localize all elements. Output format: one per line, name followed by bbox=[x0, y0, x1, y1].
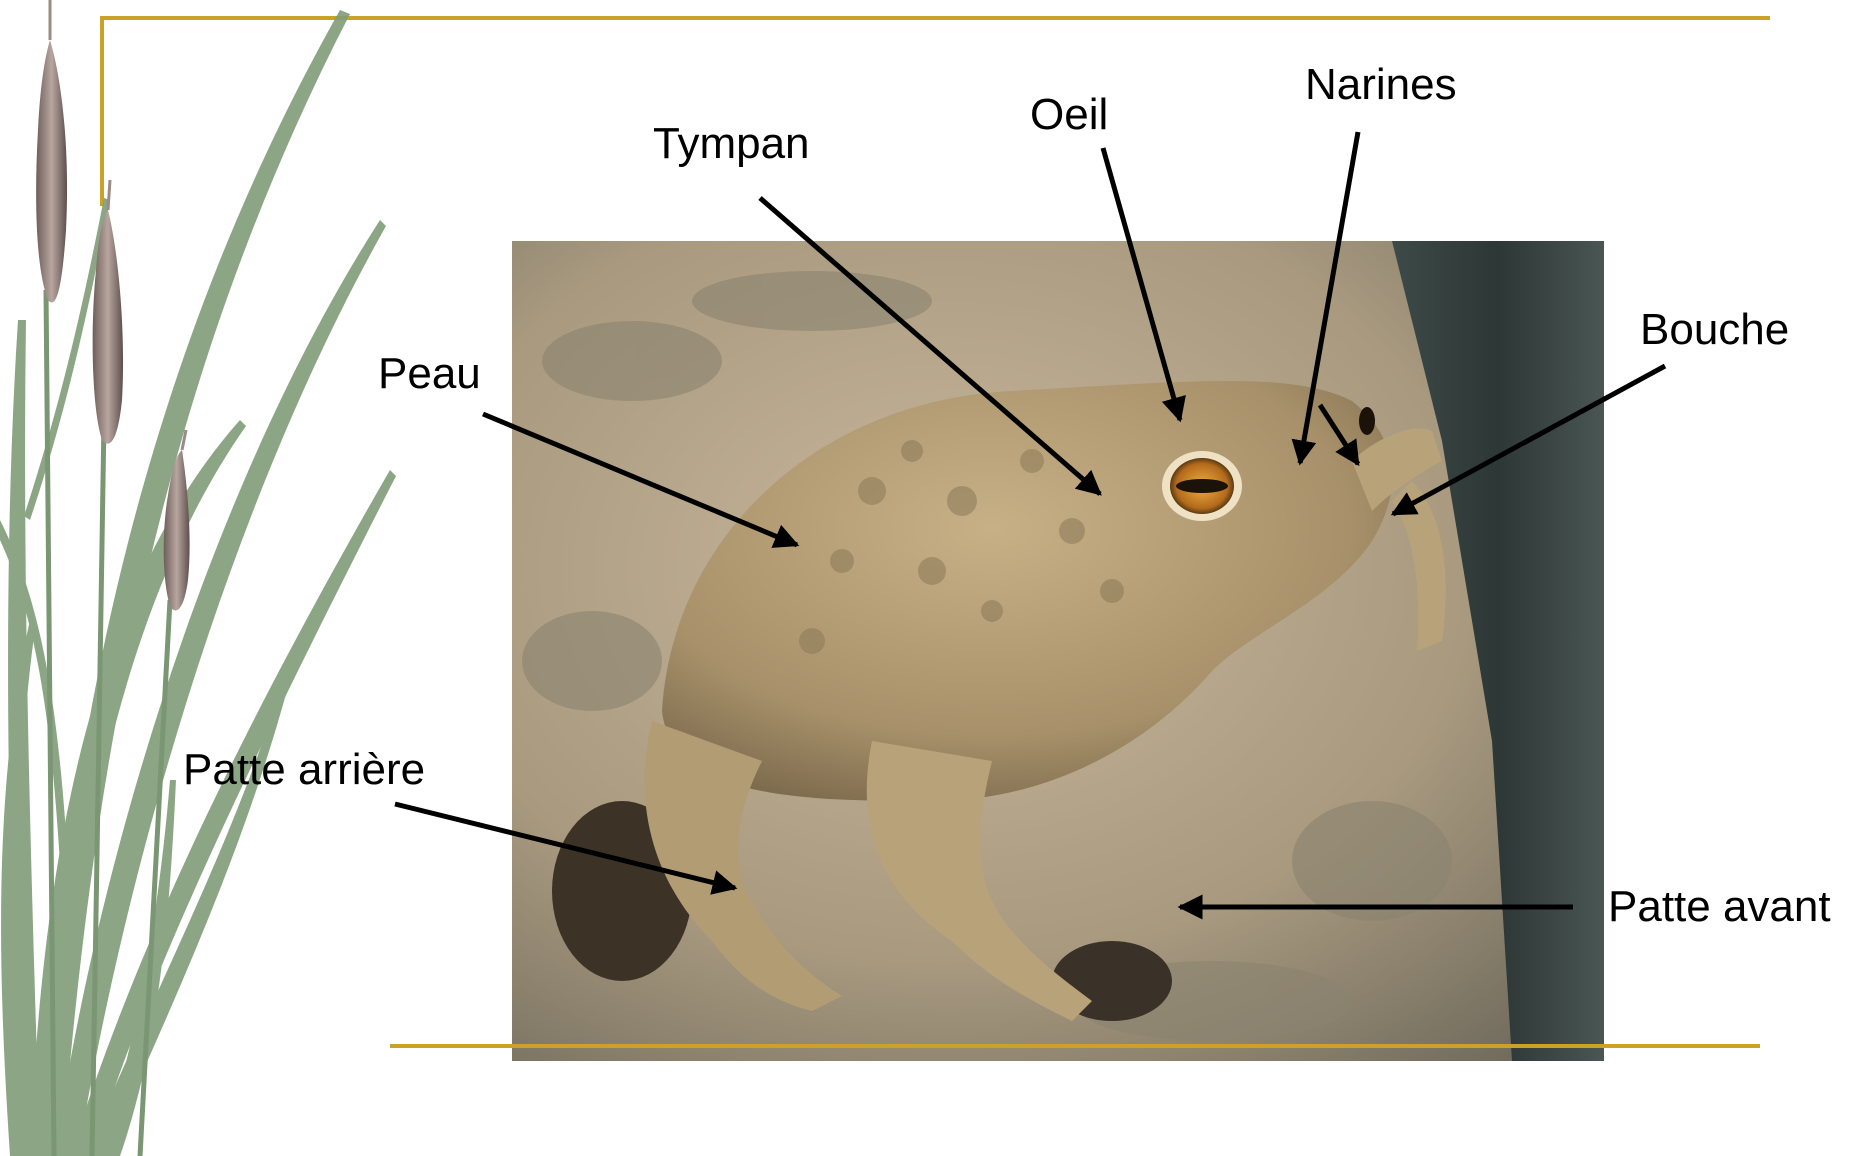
label-oeil: Oeil bbox=[1030, 93, 1108, 137]
arrow-oeil bbox=[1103, 148, 1180, 420]
arrow-patte-arriere bbox=[395, 804, 735, 888]
arrow-tympan bbox=[760, 198, 1100, 494]
label-tympan: Tympan bbox=[653, 122, 810, 166]
arrow-narines-2 bbox=[1320, 405, 1358, 464]
arrow-bouche bbox=[1393, 366, 1665, 514]
label-patte-arriere: Patte arrière bbox=[183, 748, 425, 792]
arrow-narines-1 bbox=[1300, 132, 1358, 463]
label-bouche: Bouche bbox=[1640, 308, 1789, 352]
arrow-peau bbox=[483, 414, 797, 545]
label-peau: Peau bbox=[378, 352, 481, 396]
label-patte-avant: Patte avant bbox=[1608, 885, 1831, 929]
label-narines: Narines bbox=[1305, 63, 1457, 107]
